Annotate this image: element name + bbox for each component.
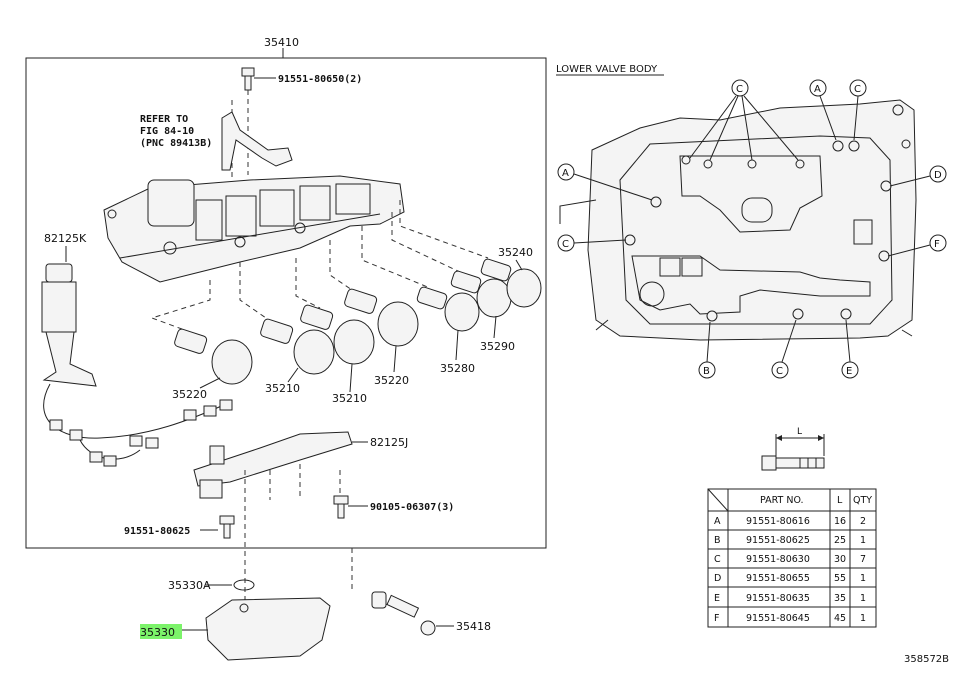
solenoid-35210-left	[260, 318, 335, 375]
svg-text:C: C	[562, 239, 569, 250]
wire-harness-icon	[41, 263, 233, 467]
bolt-callout-f: F	[929, 234, 947, 252]
bolt-callout-c-bottom: C	[771, 361, 789, 379]
callout-35290: 35290	[480, 340, 515, 353]
svg-text:D: D	[714, 573, 721, 584]
svg-text:E: E	[846, 366, 852, 377]
diagram-code: 358572B	[904, 654, 949, 665]
lower-valve-body-title: LOWER VALVE BODY	[556, 64, 658, 75]
table-row: A 91551-80616 16 2	[714, 516, 866, 527]
svg-text:55: 55	[834, 573, 846, 584]
bolt-length-icon	[761, 455, 825, 471]
refer-note-line3: (PNC 89413B)	[140, 138, 212, 149]
svg-text:7: 7	[860, 554, 866, 565]
svg-text:1: 1	[860, 613, 866, 624]
parts-table: PART NO. L QTY A 91551-80616 16 2 B 9155…	[707, 488, 877, 628]
callout-35220-right: 35220	[374, 374, 409, 387]
solenoid-35280	[416, 286, 480, 332]
svg-text:45: 45	[834, 613, 846, 624]
callout-35418: 35418	[456, 620, 491, 633]
table-row: C 91551-80630 30 7	[714, 554, 866, 565]
svg-text:A: A	[562, 168, 569, 179]
table-row: D 91551-80655 55 1	[714, 573, 866, 584]
svg-text:E: E	[714, 593, 720, 604]
bolt-callout-c-topright: C	[849, 79, 867, 97]
svg-text:30: 30	[834, 554, 846, 565]
lower-valve-body-icon	[559, 99, 917, 341]
table-header-qty: QTY	[853, 495, 872, 506]
bolt-callout-c-top: C	[731, 79, 749, 97]
svg-text:C: C	[714, 554, 721, 565]
filter-highlight	[140, 624, 182, 639]
svg-text:C: C	[854, 84, 861, 95]
svg-text:1: 1	[860, 535, 866, 546]
svg-text:B: B	[703, 366, 710, 377]
svg-text:F: F	[934, 239, 940, 250]
table-header-part-no: PART NO.	[760, 495, 804, 506]
callout-35330A: 35330A	[168, 579, 211, 592]
svg-text:F: F	[714, 613, 719, 624]
callout-35210-right: 35210	[332, 392, 367, 405]
bolt-callout-d: D	[929, 165, 947, 183]
bolt-callout-e: E	[841, 361, 859, 379]
callout-35240: 35240	[498, 246, 533, 259]
refer-note-line2: FIG 84-10	[140, 126, 194, 137]
svg-text:A: A	[814, 84, 821, 95]
callout-bolt-90105-06307: 90105-06307(3)	[370, 502, 454, 513]
svg-text:2: 2	[860, 516, 866, 527]
bolt-91551-80625-icon	[219, 515, 235, 539]
callout-82125K: 82125K	[44, 232, 87, 245]
detent-plate-icon	[193, 431, 353, 499]
bolt-callout-a-top: A	[809, 79, 827, 97]
oring-icon	[233, 579, 255, 591]
svg-text:91551-80616: 91551-80616	[746, 516, 810, 527]
bolt-callout-b: B	[698, 361, 716, 379]
detent-bracket-icon	[221, 111, 293, 171]
bolt-callout-a-left: A	[557, 163, 575, 181]
callout-bolt-91551-80650: 91551-80650(2)	[278, 74, 362, 85]
svg-text:91551-80655: 91551-80655	[746, 573, 810, 584]
callout-35210-left: 35210	[265, 382, 300, 395]
bolt-90105-icon	[333, 495, 349, 519]
refer-note-line1: REFER TO	[140, 114, 188, 125]
callout-35410: 35410	[264, 36, 299, 49]
svg-text:25: 25	[834, 535, 846, 546]
callout-35280: 35280	[440, 362, 475, 375]
svg-text:B: B	[714, 535, 721, 546]
table-row: F 91551-80645 45 1	[714, 613, 866, 624]
solenoid-35220-left	[174, 328, 253, 385]
svg-text:91551-80635: 91551-80635	[746, 593, 810, 604]
svg-text:1: 1	[860, 573, 866, 584]
svg-text:91551-80630: 91551-80630	[746, 554, 810, 565]
bolt-callout-c-left: C	[557, 234, 575, 252]
callout-bolt-91551-80625: 91551-80625	[124, 526, 190, 537]
solenoid-35240	[480, 258, 542, 308]
upper-valve-body-icon	[103, 175, 405, 283]
callout-35330: 35330	[140, 626, 175, 639]
svg-text:C: C	[736, 84, 743, 95]
table-header-l: L	[837, 495, 843, 506]
svg-text:C: C	[776, 366, 783, 377]
callout-82125J: 82125J	[370, 436, 408, 449]
callout-35220-left: 35220	[172, 388, 207, 401]
solenoid-35220-right	[344, 288, 419, 347]
bolt-top-icon	[241, 67, 255, 91]
svg-text:91551-80625: 91551-80625	[746, 535, 810, 546]
temp-sensor-icon	[371, 591, 436, 636]
svg-text:1: 1	[860, 593, 866, 604]
solenoid-35290	[450, 270, 512, 318]
bolt-length-label: L	[797, 427, 802, 437]
svg-text:A: A	[714, 516, 721, 527]
svg-text:D: D	[934, 170, 942, 181]
table-row: B 91551-80625 25 1	[714, 535, 866, 546]
table-row: E 91551-80635 35 1	[714, 593, 866, 604]
svg-text:35: 35	[834, 593, 846, 604]
solenoid-35210-right	[300, 304, 375, 365]
svg-text:16: 16	[834, 516, 846, 527]
svg-text:91551-80645: 91551-80645	[746, 613, 810, 624]
oil-filter-icon	[205, 597, 331, 661]
valve-body-frame	[25, 57, 547, 549]
